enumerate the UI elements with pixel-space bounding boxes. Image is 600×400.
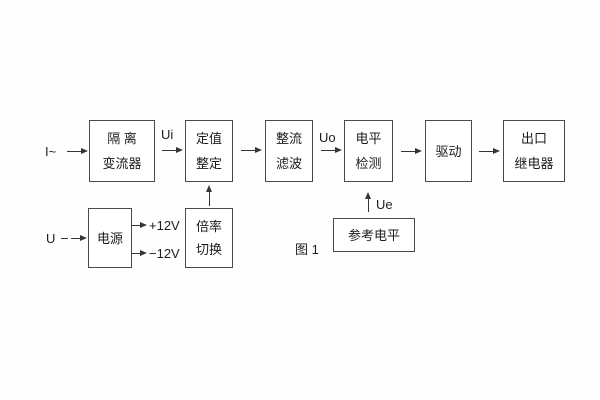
block-rectifier-filter: 整流 滤波 (265, 120, 313, 182)
block-multiplier-line1: 倍率 (195, 218, 222, 234)
block-rectifier-line1: 整流 (275, 131, 302, 147)
block-setpoint-adjust: 定值 整定 (185, 120, 233, 182)
block-drive: 驱动 (425, 120, 472, 182)
signal-ue-label: Ue (376, 197, 393, 212)
block-level-detect: 电平 检测 (344, 120, 393, 182)
input-voltage-label: U (46, 231, 56, 246)
block-reference-label: 参考电平 (347, 227, 400, 243)
block-relay-line1: 出口 (520, 131, 547, 147)
input-current-label: I~ (45, 144, 57, 159)
block-multiplier-switch: 倍率 切换 (185, 208, 233, 268)
block-rectifier-line2: 滤波 (275, 155, 302, 171)
signal-minus12v-label: −12V (149, 246, 180, 261)
block-setpoint-line1: 定值 (195, 131, 222, 147)
block-isolation-line1: 隔 离 (107, 131, 137, 147)
block-output-relay: 出口 继电器 (503, 120, 565, 182)
signal-uo-label: Uo (319, 130, 336, 145)
block-power-supply: 电源 (88, 208, 132, 268)
signal-plus12v-label: +12V (149, 218, 180, 233)
block-level-line2: 检测 (355, 155, 382, 171)
block-multiplier-line2: 切换 (195, 242, 222, 258)
block-isolation-line2: 变流器 (102, 155, 142, 171)
block-reference-level: 参考电平 (333, 218, 415, 252)
block-drive-label: 驱动 (435, 143, 462, 159)
block-setpoint-line2: 整定 (195, 155, 222, 171)
block-power-label: 电源 (96, 230, 123, 246)
signal-ui-label: Ui (161, 127, 174, 142)
figure-caption: 图 1 (295, 242, 319, 257)
block-relay-line2: 继电器 (514, 155, 554, 171)
block-level-line1: 电平 (355, 131, 382, 147)
block-isolation-transformer: 隔 离 变流器 (89, 120, 155, 182)
